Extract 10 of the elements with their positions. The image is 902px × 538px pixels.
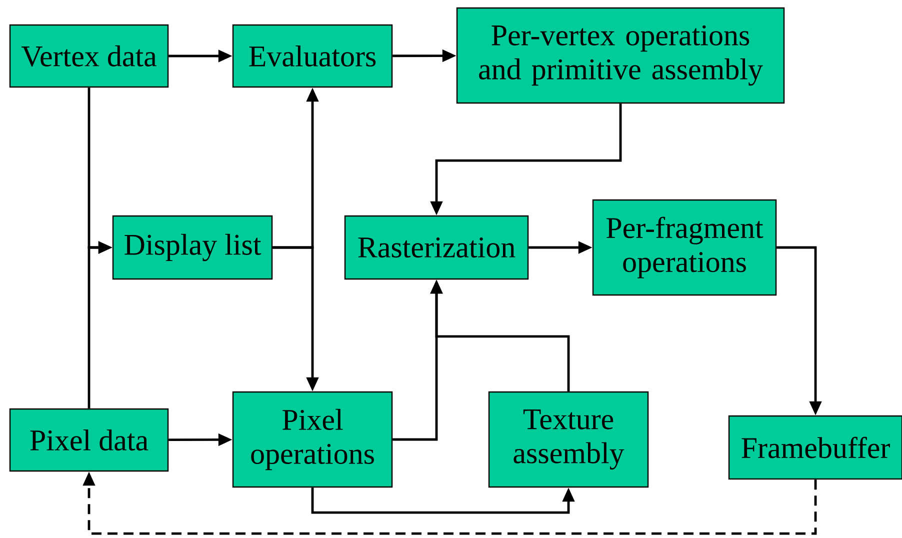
process-box: Pixel operations [232, 391, 393, 488]
process-box: Rasterization [344, 215, 529, 280]
process-box: Texture assembly [488, 391, 649, 488]
process-box: Evaluators [232, 24, 393, 88]
process-box: Vertex data [9, 24, 169, 88]
process-box: Framebuffer [728, 415, 902, 480]
process-box: Per-vertex operations and primitive assembly [456, 7, 785, 104]
process-box: Pixel data [9, 408, 169, 472]
process-box: Per-fragment operations [592, 199, 777, 296]
process-box: Display list [112, 215, 273, 280]
